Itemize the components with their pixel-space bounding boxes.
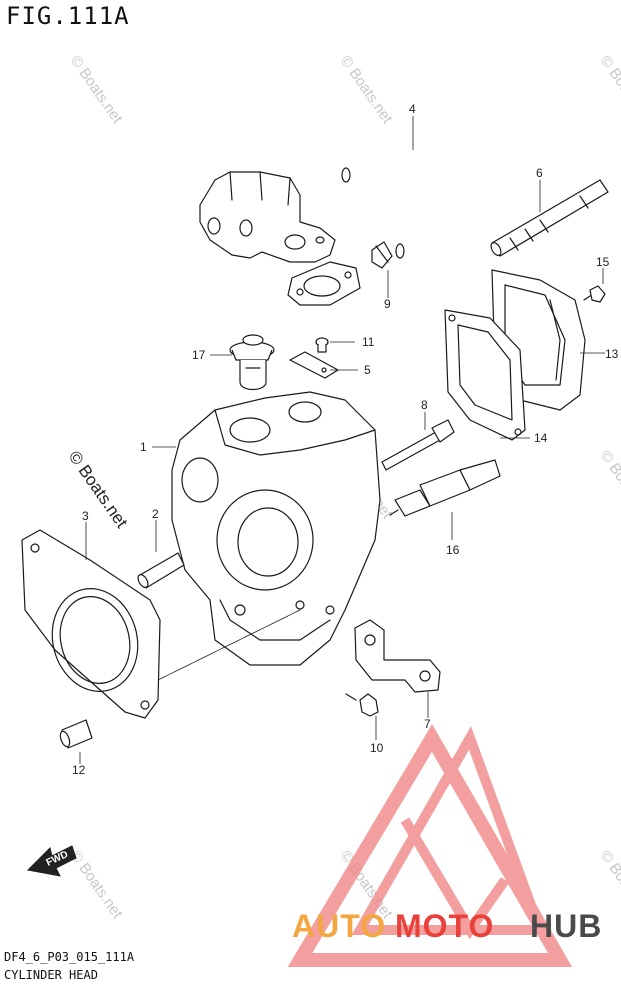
part-spark-plug bbox=[389, 459, 501, 517]
callout-10: 10 bbox=[370, 741, 384, 755]
callout-6: 6 bbox=[536, 166, 543, 180]
part-screw bbox=[315, 337, 329, 353]
callout-11: 11 bbox=[362, 335, 375, 349]
callout-16: 16 bbox=[446, 543, 460, 557]
part-sleeve bbox=[490, 179, 609, 257]
part-side-gasket bbox=[444, 309, 526, 441]
callout-14: 14 bbox=[534, 431, 548, 445]
brand-auto: AUTO bbox=[292, 908, 387, 944]
part-bracket bbox=[354, 619, 441, 693]
watermark: © Boats.net bbox=[337, 53, 396, 128]
callout-15: 15 bbox=[596, 255, 610, 269]
part-small-bolt bbox=[583, 285, 606, 303]
part-dowel-pin bbox=[137, 552, 185, 589]
part-cover-gasket bbox=[287, 261, 361, 306]
brand-hub: HUB bbox=[530, 908, 603, 944]
part-clip bbox=[371, 241, 393, 269]
part-bracket-bolt bbox=[345, 693, 379, 717]
callout-7: 7 bbox=[424, 717, 431, 731]
part-bolt bbox=[381, 419, 455, 471]
callout-1: 1 bbox=[140, 440, 147, 454]
part-plate bbox=[289, 351, 339, 379]
callout-13: 13 bbox=[605, 347, 619, 361]
watermark: © Boats.net bbox=[597, 53, 621, 128]
figure-title: FIG.111A bbox=[6, 2, 130, 30]
leader-lines bbox=[79, 116, 605, 764]
figure-code: DF4_6_P03_015_111A bbox=[4, 950, 135, 964]
part-hose bbox=[341, 150, 506, 259]
callout-5: 5 bbox=[364, 363, 371, 377]
callout-9: 9 bbox=[384, 297, 391, 311]
part-thermostat bbox=[229, 334, 275, 391]
part-dowel bbox=[59, 719, 93, 749]
callout-2: 2 bbox=[152, 507, 159, 521]
part-cylinder-head bbox=[171, 391, 381, 666]
callout-12: 12 bbox=[72, 763, 86, 777]
brand-triangle-logo bbox=[287, 724, 573, 967]
watermark: © Boats.net bbox=[597, 448, 621, 523]
callout-numbers: 4 6 15 9 11 5 17 13 8 14 1 16 2 3 7 10 1… bbox=[72, 102, 619, 777]
part-head-gasket bbox=[21, 529, 161, 719]
watermark: © Boats.net bbox=[67, 848, 126, 923]
figure-name: CYLINDER HEAD bbox=[4, 968, 98, 982]
fwd-arrow-icon: FWD bbox=[26, 845, 77, 877]
callout-4: 4 bbox=[409, 102, 416, 116]
callout-8: 8 bbox=[421, 398, 428, 412]
callout-3: 3 bbox=[82, 509, 89, 523]
callout-17: 17 bbox=[192, 348, 206, 362]
brand-moto: MOTO bbox=[395, 908, 495, 944]
part-thermostat-cover bbox=[199, 171, 336, 263]
watermark: © Boats.net bbox=[67, 53, 126, 128]
watermark-main: © Boats.net bbox=[65, 447, 132, 531]
